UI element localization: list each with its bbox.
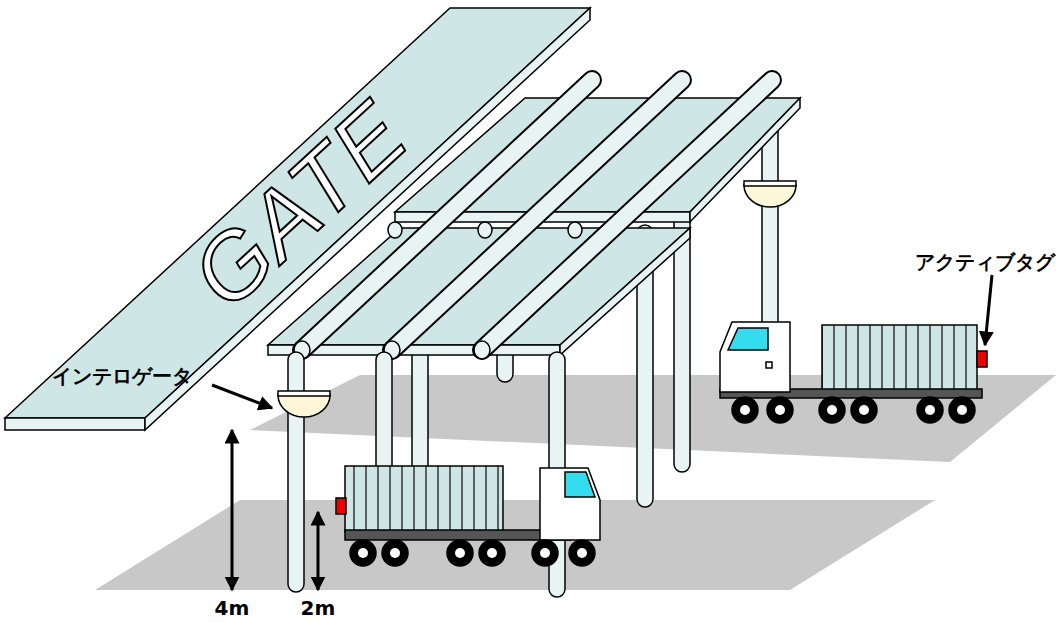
part-label: インテロゲータ — [52, 365, 192, 388]
dimension-arrow — [232, 430, 318, 590]
truck — [336, 466, 600, 566]
part-label: アクティブタグ — [915, 251, 1055, 274]
lane — [95, 500, 935, 590]
dimension-label: 2m — [301, 597, 336, 620]
active-tag — [336, 498, 346, 514]
leader-line — [212, 275, 992, 408]
gate-sign — [5, 8, 590, 430]
pillars — [288, 352, 565, 597]
truck — [720, 322, 987, 423]
active-tag — [977, 351, 987, 367]
dimension-label: 4m — [215, 597, 250, 620]
